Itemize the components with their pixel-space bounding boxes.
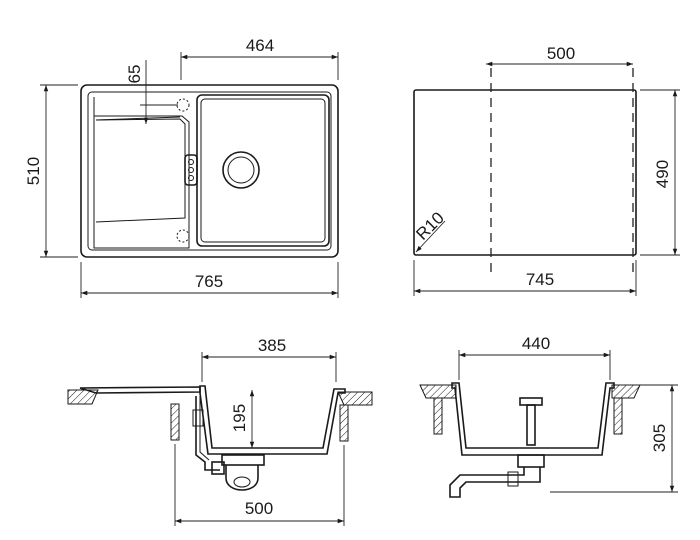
section-overflow-pipe-inner [199, 396, 210, 461]
end-counter-left [419, 384, 457, 399]
top-tap-hole-2 [176, 229, 190, 243]
section-overflow-joint [192, 409, 204, 427]
end-waste-pipe [449, 467, 541, 498]
dim-510-label: 510 [24, 157, 43, 185]
top-drain-outer [222, 151, 260, 189]
cutout-view: 500 490 745 R10 [412, 44, 680, 296]
radius-label: R10 [412, 208, 447, 243]
end-bowl-profile [451, 382, 615, 456]
dim-464-label: 464 [246, 36, 274, 55]
end-pipe-nut [507, 471, 519, 487]
dim-305-label: 305 [650, 424, 669, 452]
section-trap-nut [211, 461, 225, 475]
end-basket-top [519, 397, 543, 406]
top-inner-rim [87, 91, 332, 251]
dim-440-label: 440 [522, 334, 550, 353]
top-overflow-hole-1 [188, 159, 194, 165]
top-tap-hole-1 [176, 98, 190, 112]
dim-500-bottom-label: 500 [245, 499, 273, 518]
end-cabinet-right [613, 397, 623, 435]
end-basket-stem [526, 404, 536, 446]
top-drain-inner [227, 156, 255, 184]
section-cabinet-right [339, 404, 349, 442]
long-section-view: 385 195 500 [67, 336, 373, 526]
top-outer-rim [80, 84, 339, 258]
section-trap-bowl [225, 465, 259, 491]
top-overflow-hole-3 [188, 175, 194, 181]
dim-65-label: 65 [125, 65, 144, 84]
cutout-rectangle [413, 89, 637, 256]
section-counter-right [337, 391, 373, 406]
top-drainer-groove [95, 118, 186, 223]
dim-490-label: 490 [653, 160, 672, 188]
section-overflow-pipe [195, 396, 220, 471]
section-trap-inner [233, 476, 251, 488]
top-overflow-hole-2 [188, 167, 194, 173]
radius-leader [415, 220, 446, 253]
section-cabinet-left [170, 403, 180, 441]
dim-385-label: 385 [258, 336, 286, 355]
top-main-bowl [196, 94, 330, 247]
dim-745-label: 745 [526, 270, 554, 289]
section-bowl-profile [199, 385, 346, 455]
dim-765-label: 765 [195, 272, 223, 291]
section-drain-body [221, 454, 265, 466]
top-drainer-line [95, 116, 181, 121]
end-section-view: 440 305 [419, 334, 678, 498]
top-overflow [184, 154, 198, 186]
top-main-bowl-inner [200, 98, 326, 243]
top-view: 464 65 510 765 [24, 36, 339, 298]
end-drain-body [517, 454, 545, 468]
dim-500-top-label: 500 [547, 44, 575, 63]
dim-195-label: 195 [230, 404, 249, 432]
end-cabinet-left [433, 397, 443, 435]
end-counter-right [611, 384, 641, 399]
